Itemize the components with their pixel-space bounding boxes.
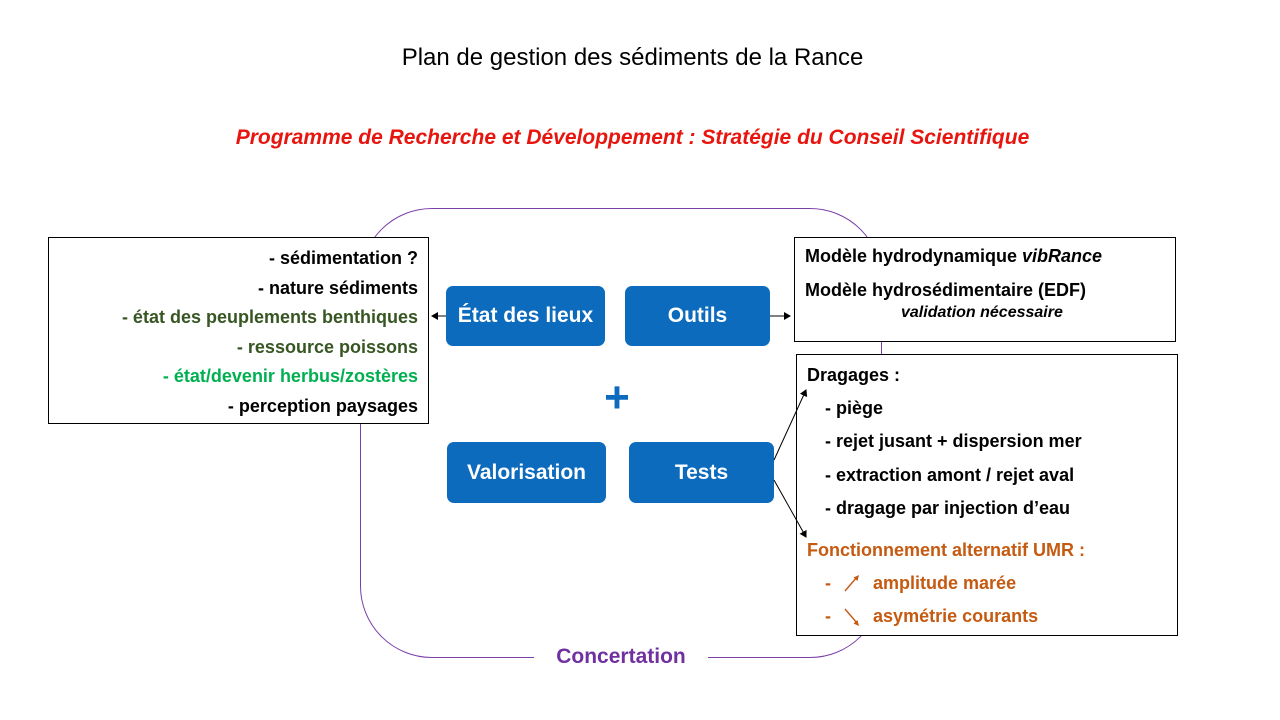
dragage-item: - piège [825,398,884,418]
validation-note: validation nécessaire [901,304,1063,321]
dragage-item: - extraction amont / rejet aval [825,465,1075,485]
amplitude-row: - amplitude marée [825,572,1016,595]
tests-box: Tests [629,442,774,503]
page-subtitle: Programme de Recherche et Développement … [235,126,1030,149]
etat-des-lieux-panel: - sédimentation ? - nature sédiments - é… [48,237,429,424]
dragages-title: Dragages : [807,365,901,385]
concertation-label: Concertation [534,640,708,674]
outils-box: Outils [625,286,770,346]
model-hydrodynamique-prefix: Modèle hydrodynamique [805,246,1023,266]
amplitude-label: amplitude marée [873,573,1017,593]
amplitude-dash: - [825,573,831,593]
vibrance-label: vibRance [1022,246,1103,266]
down-right-arrow-icon [844,608,860,627]
etat-des-lieux-box: État des lieux [446,286,605,346]
fonctionnement-title: Fonctionnement alternatif UMR : [807,540,1085,560]
etat-item: - sédimentation ? [268,248,418,268]
plus-sign: + [604,373,630,422]
model-hydrodynamique: Modèle hydrodynamique vibRance [805,244,1165,268]
model-hydrosedimentaire: Modèle hydrosédimentaire (EDF) [805,280,1087,300]
page-title: Plan de gestion des sédiments de la Ranc… [401,44,864,71]
etat-item: - état/devenir herbus/zostères [162,366,418,387]
valorisation-box: Valorisation [447,442,606,503]
outils-panel: Modèle hydrodynamique vibRance Modèle hy… [794,237,1176,342]
asymetrie-label: asymétrie courants [873,606,1039,626]
etat-item: - perception paysages [227,395,418,416]
dragage-item: - rejet jusant + dispersion mer [825,431,1082,451]
etat-item: - nature sédiments [257,277,418,298]
etat-item: - ressource poissons [236,336,418,357]
dragage-item: - dragage par injection d’eau [825,498,1071,518]
tests-panel: Dragages : - piège - rejet jusant + disp… [796,354,1178,636]
asymetrie-dash: - [825,606,831,626]
asymetrie-row: - asymétrie courants [825,605,1038,628]
arrow-tests-to-dragages [773,389,808,461]
up-right-arrow-icon [844,575,860,592]
etat-item: - état des peuplements benthiques [121,307,418,328]
arrow-tests-to-fonctionnement [773,479,807,538]
